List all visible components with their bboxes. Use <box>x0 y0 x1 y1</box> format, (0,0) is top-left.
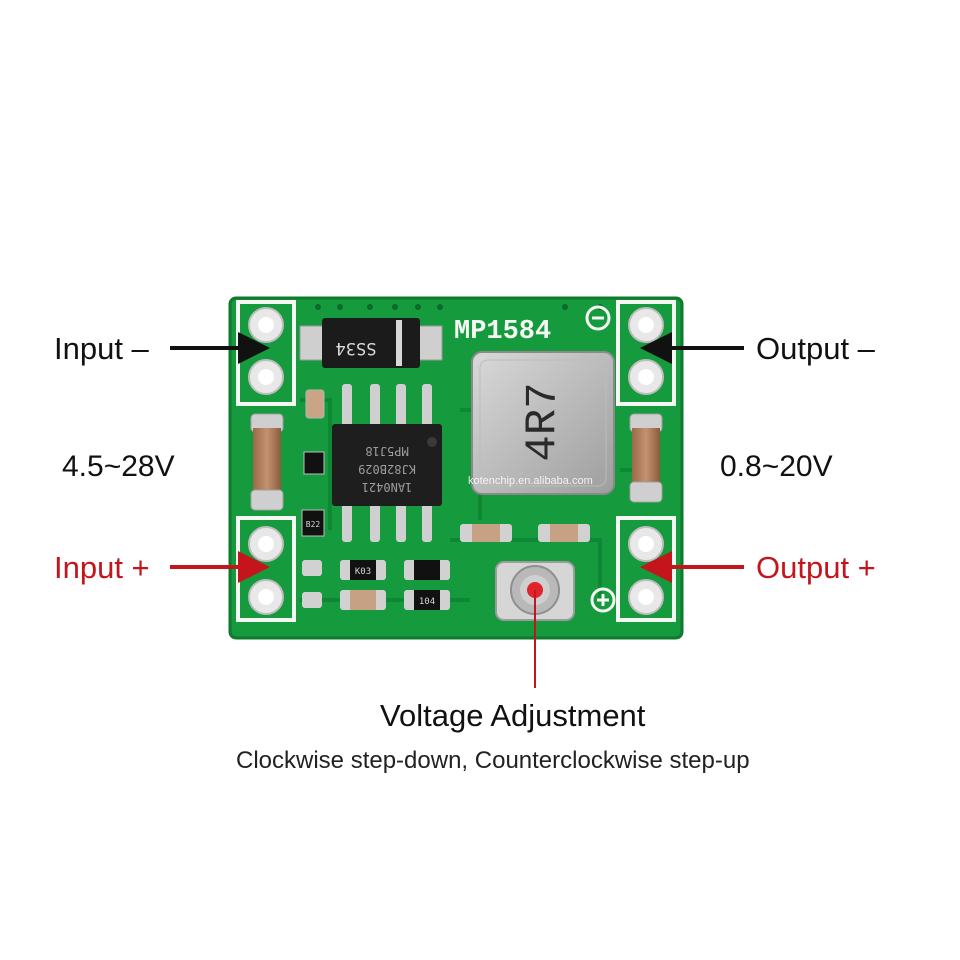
resistor-104-top <box>404 560 450 580</box>
inductor-4r7: 4R7 <box>471 351 615 495</box>
resistor-104: 104 <box>404 590 450 610</box>
resistor-k03: K03 <box>340 560 386 580</box>
input-minus-label: Input – <box>54 331 149 366</box>
ic-chip: MP5J18 KJ82B029 1AN0421 <box>332 384 442 542</box>
cap-small-label: B22 <box>306 520 321 529</box>
chip-silk-label: MP1584 <box>454 317 551 347</box>
plus-polarity-mark <box>590 587 616 613</box>
ic-line-1: MP5J18 <box>365 444 408 458</box>
resistor-104-label: 104 <box>419 597 435 607</box>
output-plus-label: Output + <box>756 550 876 585</box>
resistor-top-right <box>538 524 590 542</box>
input-plus-label: Input + <box>54 550 150 585</box>
inductor-label: 4R7 <box>519 382 569 461</box>
input-capacitor <box>250 413 284 511</box>
diode-label: SS34 <box>336 338 377 358</box>
voltage-adjustment-title: Voltage Adjustment <box>380 698 646 733</box>
resistor-k03-label: K03 <box>355 567 371 577</box>
via-holes <box>315 304 603 310</box>
input-voltage-label: 4.5~28V <box>62 450 175 483</box>
capacitor-small-bottom <box>340 590 386 610</box>
small-capacitor-top <box>305 389 325 419</box>
output-minus-label: Output – <box>756 331 875 366</box>
ic-line-2: KJ82B029 <box>358 462 416 476</box>
resistor-top-left <box>460 524 512 542</box>
output-capacitor <box>629 413 663 503</box>
input-minus-pads <box>248 307 284 395</box>
watermark: kotenchip.en.alibaba.com <box>468 475 593 487</box>
small-cap-b22: B22 <box>301 509 325 537</box>
voltage-adjustment-description: Clockwise step-down, Counterclockwise st… <box>236 747 750 774</box>
output-voltage-label: 0.8~20V <box>720 450 833 483</box>
minus-polarity-mark <box>585 305 611 331</box>
tiny-pads <box>302 560 322 608</box>
output-terminal-frame-top <box>616 300 676 406</box>
ic-line-3: 1AN0421 <box>362 480 413 494</box>
diode-ss34: SS34 <box>299 318 443 368</box>
small-resistor-m <box>303 451 325 475</box>
